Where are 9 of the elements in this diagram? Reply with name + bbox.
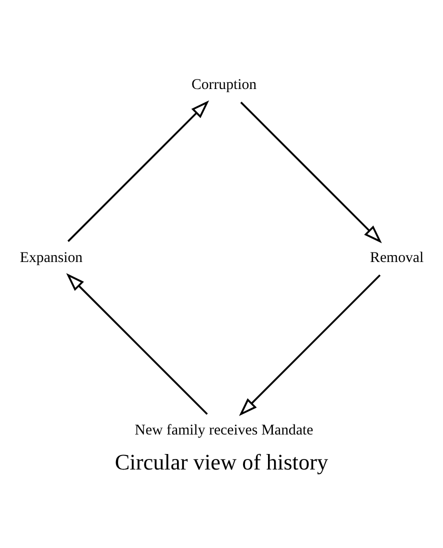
arrow <box>66 273 208 415</box>
node-text: Expansion <box>20 250 83 266</box>
node-text: Corruption <box>191 76 257 93</box>
arrow <box>67 100 210 242</box>
arrow <box>240 102 382 244</box>
node-text: Removal <box>370 250 424 266</box>
node-text: New family receives Mandate <box>134 422 314 439</box>
caption: Circular view of history <box>114 449 328 474</box>
arrow <box>239 274 381 416</box>
